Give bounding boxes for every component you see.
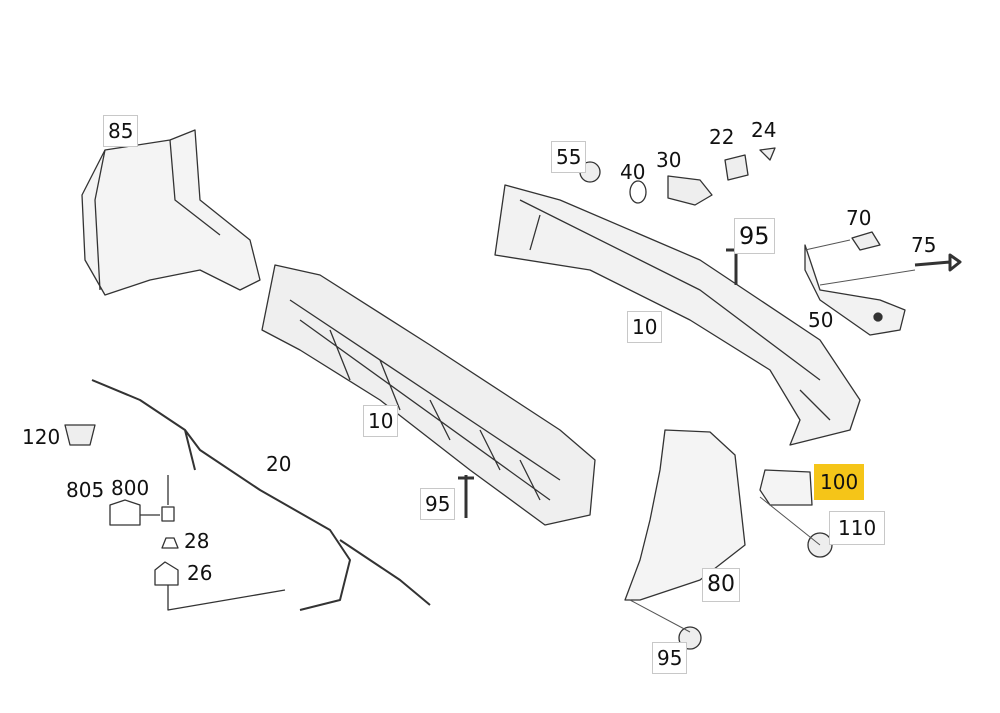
part-80-side-panel bbox=[624, 429, 746, 601]
callout-85: 85 bbox=[103, 115, 139, 147]
part-10-center-carrier bbox=[261, 264, 596, 526]
part-85-corner-panel bbox=[81, 129, 261, 296]
callout-110: 110 bbox=[829, 511, 886, 545]
part-10-center-ribs bbox=[289, 299, 561, 501]
leader-lines bbox=[629, 239, 916, 633]
part-26-housing bbox=[154, 561, 286, 611]
part-28-plug bbox=[161, 537, 179, 549]
part-24-clip bbox=[759, 147, 776, 161]
part-10-bumper-cover bbox=[494, 184, 861, 446]
callout-805: 805 bbox=[66, 478, 105, 502]
callout-75: 75 bbox=[911, 233, 937, 257]
part-50-bracket bbox=[804, 244, 906, 336]
callout-24: 24 bbox=[751, 118, 777, 142]
callout-20: 20 bbox=[266, 452, 292, 476]
callout-55: 55 bbox=[551, 141, 587, 173]
part-22-holder bbox=[724, 154, 749, 181]
part-70-clip bbox=[851, 231, 881, 251]
part-120-clip bbox=[64, 424, 96, 446]
part-800-connector bbox=[109, 475, 169, 526]
part-95-pushpin-center bbox=[458, 475, 474, 518]
part-10-cover-detail bbox=[519, 199, 831, 421]
callout-10-cover: 10 bbox=[627, 311, 663, 343]
part-75-screw bbox=[914, 253, 962, 272]
part-100-bracket bbox=[759, 469, 813, 506]
callout-26: 26 bbox=[187, 561, 213, 585]
callout-50: 50 bbox=[808, 308, 834, 332]
callout-40: 40 bbox=[620, 160, 646, 184]
part-30-sensor bbox=[667, 175, 713, 206]
callout-22: 22 bbox=[709, 125, 735, 149]
callout-120: 120 bbox=[22, 425, 61, 449]
callout-95-center: 95 bbox=[420, 488, 456, 520]
callout-80: 80 bbox=[702, 568, 740, 602]
part-50-hole bbox=[873, 312, 883, 322]
callout-95-top: 95 bbox=[734, 218, 775, 254]
part-85-detail bbox=[94, 139, 221, 291]
callout-70: 70 bbox=[846, 206, 872, 230]
callout-800: 800 bbox=[111, 476, 150, 500]
callout-100-highlighted: 100 bbox=[814, 464, 865, 500]
callout-10-carrier: 10 bbox=[363, 405, 399, 437]
callout-28: 28 bbox=[184, 529, 210, 553]
part-800-terminal bbox=[161, 506, 175, 522]
part-20-wiring-harness bbox=[91, 379, 431, 611]
part-40-ring bbox=[629, 180, 647, 204]
callout-95-bottom: 95 bbox=[652, 642, 688, 674]
callout-30: 30 bbox=[656, 148, 682, 172]
